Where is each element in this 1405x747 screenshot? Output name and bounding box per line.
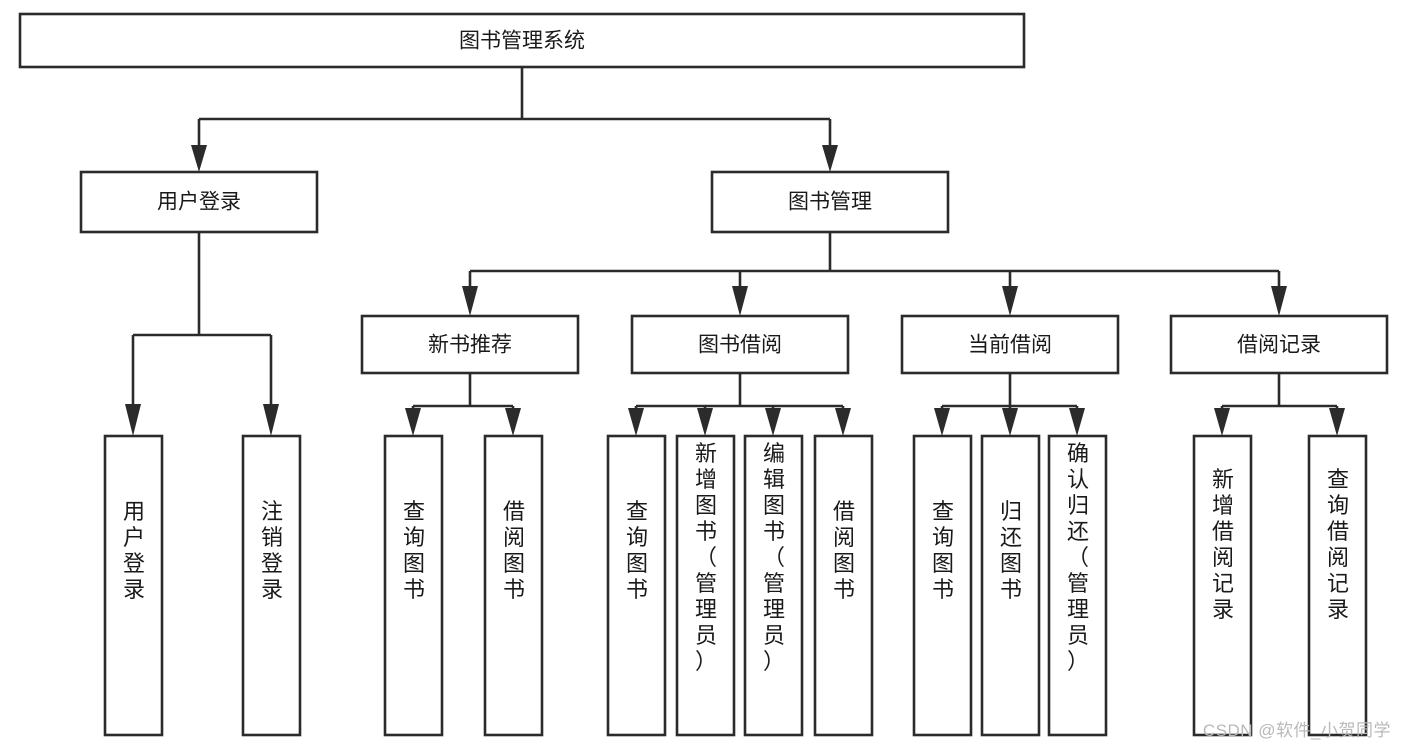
node-leaf-borrow-book-2-box[interactable]	[813, 434, 874, 737]
node-login[interactable]: 用户登录	[79, 170, 319, 234]
node-current[interactable]: 当前借阅	[900, 314, 1120, 375]
node-newbook[interactable]: 新书推荐	[360, 314, 580, 375]
node-leaf-query-book-1-box[interactable]	[383, 434, 444, 737]
node-leaf-borrow-book-1-label: 借阅图书	[503, 499, 525, 602]
arrow-head-borrow-book-2	[835, 408, 851, 436]
node-leaf-return-book-label: 归还图书	[1000, 499, 1022, 602]
arrow-head-user-login	[125, 404, 141, 436]
connector-layer	[125, 67, 1345, 436]
node-leaf-query-record-box[interactable]	[1307, 434, 1368, 737]
node-login-label: 用户登录	[157, 191, 241, 214]
node-leaf-query-record-label: 查询借阅记录	[1327, 467, 1349, 622]
arrow-head-current	[1002, 286, 1018, 316]
arrow-head-query-book-3	[934, 408, 950, 436]
node-leaf-query-book-3-box[interactable]	[912, 434, 973, 737]
node-leaf-add-record-box[interactable]	[1192, 434, 1253, 737]
arrow-head-user-logout	[263, 404, 279, 436]
node-leaf-query-book-3[interactable]: 查询图书	[912, 434, 973, 737]
node-leaf-user-logout-box[interactable]	[241, 434, 302, 737]
node-leaf-confirm-return-box[interactable]	[1047, 434, 1108, 737]
arrow-head-borrow	[732, 286, 748, 316]
node-leaf-confirm-return-label: 确认归还（管理员）	[1067, 441, 1089, 674]
arrow-head-confirm-return	[1069, 408, 1085, 436]
arrow-head-newbook	[462, 286, 478, 316]
arrow-head-records	[1271, 286, 1287, 316]
node-borrow[interactable]: 图书借阅	[630, 314, 850, 375]
node-leaf-add-book-box[interactable]	[675, 434, 736, 737]
node-leaf-user-login-box[interactable]	[103, 434, 164, 737]
node-newbook-label: 新书推荐	[428, 334, 512, 357]
node-leaf-add-book-label: 新增图书（管理员）	[695, 441, 717, 674]
arrow-head-query-book-1	[405, 408, 421, 436]
node-leaf-user-logout-label: 注销登录	[261, 499, 283, 602]
node-root-label: 图书管理系统	[459, 30, 585, 53]
arrow-head-login	[191, 145, 207, 172]
node-leaf-edit-book[interactable]: 编辑图书（管理员）	[743, 434, 804, 737]
node-leaf-edit-book-box[interactable]	[743, 434, 804, 737]
arrow-head-edit-book	[765, 408, 781, 436]
node-leaf-user-logout[interactable]: 注销登录	[241, 434, 302, 737]
node-leaf-add-book[interactable]: 新增图书（管理员）	[675, 434, 736, 737]
node-root[interactable]: 图书管理系统	[18, 12, 1026, 69]
arrow-head-add-record	[1214, 408, 1230, 436]
node-leaf-add-record[interactable]: 新增借阅记录	[1192, 434, 1253, 737]
node-login-box[interactable]	[79, 170, 319, 234]
node-newbook-box[interactable]	[360, 314, 580, 375]
node-leaf-user-login[interactable]: 用户登录	[103, 434, 164, 737]
node-root-box[interactable]	[18, 12, 1026, 69]
node-leaf-add-record-label: 新增借阅记录	[1212, 467, 1234, 622]
node-leaf-edit-book-label: 编辑图书（管理员）	[763, 441, 785, 674]
node-leaf-query-record[interactable]: 查询借阅记录	[1307, 434, 1368, 737]
arrow-head-borrow-book-1	[505, 408, 521, 436]
node-bookmgmt[interactable]: 图书管理	[710, 170, 950, 234]
node-current-label: 当前借阅	[968, 334, 1052, 357]
arrow-head-return-book	[1002, 408, 1018, 436]
node-leaf-return-book-box[interactable]	[980, 434, 1041, 737]
node-leaf-query-book-2-box[interactable]	[606, 434, 667, 737]
node-records[interactable]: 借阅记录	[1169, 314, 1389, 375]
node-leaf-query-book-2[interactable]: 查询图书	[606, 434, 667, 737]
node-leaf-query-book-1-label: 查询图书	[403, 499, 425, 602]
node-leaf-confirm-return[interactable]: 确认归还（管理员）	[1047, 434, 1108, 737]
node-leaf-query-book-3-label: 查询图书	[932, 499, 954, 602]
node-leaf-query-book-2-label: 查询图书	[626, 499, 648, 602]
arrow-head-bookmgmt	[822, 145, 838, 172]
node-leaf-return-book[interactable]: 归还图书	[980, 434, 1041, 737]
node-records-label: 借阅记录	[1237, 334, 1321, 357]
arrow-head-query-book-2	[628, 408, 644, 436]
node-leaf-borrow-book-2[interactable]: 借阅图书	[813, 434, 874, 737]
node-leaf-user-login-label: 用户登录	[123, 499, 145, 602]
node-leaf-borrow-book-1-box[interactable]	[483, 434, 544, 737]
node-leaf-borrow-book-1[interactable]: 借阅图书	[483, 434, 544, 737]
node-records-box[interactable]	[1169, 314, 1389, 375]
node-leaf-query-book-1[interactable]: 查询图书	[383, 434, 444, 737]
node-current-box[interactable]	[900, 314, 1120, 375]
arrow-head-query-record	[1329, 408, 1345, 436]
node-borrow-box[interactable]	[630, 314, 850, 375]
node-bookmgmt-label: 图书管理	[788, 191, 872, 214]
node-borrow-label: 图书借阅	[698, 334, 782, 357]
arrow-head-add-book	[697, 408, 713, 436]
node-bookmgmt-box[interactable]	[710, 170, 950, 234]
node-leaf-borrow-book-2-label: 借阅图书	[833, 499, 855, 602]
